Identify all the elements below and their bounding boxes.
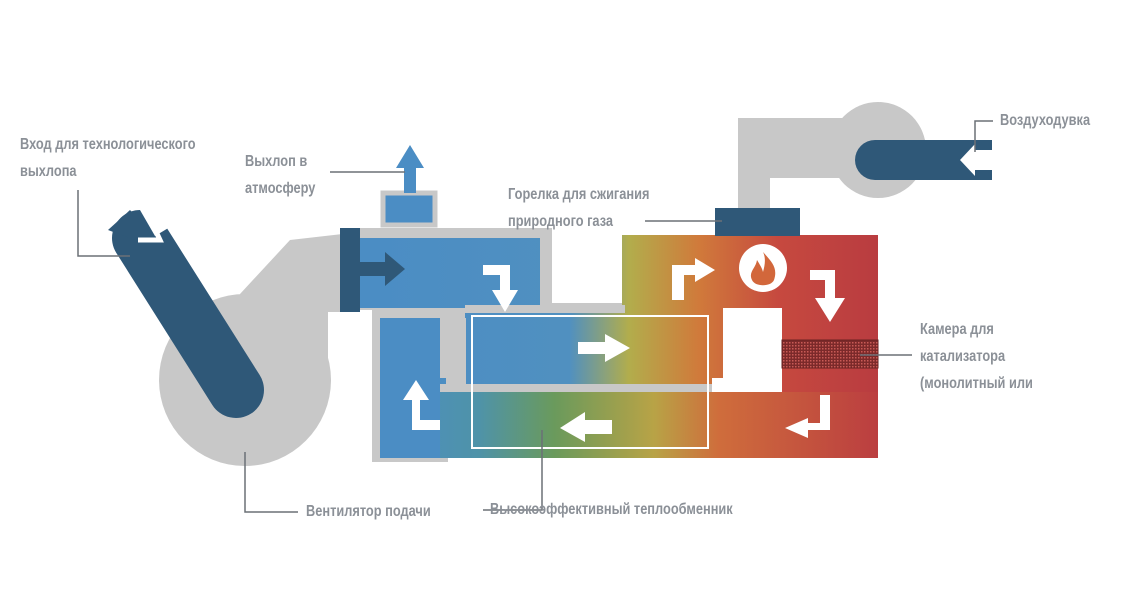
flow-arrows <box>403 258 845 442</box>
flame-icon <box>739 244 787 292</box>
arrow-up-right-icon <box>672 258 715 300</box>
label-burner: Горелка для сжигания природного газа <box>508 181 649 235</box>
blower <box>855 140 992 180</box>
arrow-right-icon <box>578 334 630 362</box>
inlet-flange <box>340 228 360 312</box>
label-line: Камера для <box>920 321 994 338</box>
arrow-left-icon <box>960 144 992 176</box>
arrow-inlet-icon <box>360 252 405 286</box>
label-heat-exchanger: Высокоэффективный теплообменник <box>490 501 733 518</box>
label-line: (монолитный или <box>920 375 1033 392</box>
separator-wall <box>712 378 782 392</box>
arrow-down-icon <box>810 270 845 322</box>
label-line: катализатора <box>920 348 1006 365</box>
label-line: Выхлоп в <box>245 153 308 170</box>
label-line: природного газа <box>508 213 614 230</box>
gas-burner <box>715 208 800 236</box>
label-catalyst: Камера для катализатора (монолитный или <box>920 316 1033 397</box>
exhaust-stack <box>380 145 438 228</box>
label-line: выхлопа <box>20 163 77 180</box>
arrow-left-icon <box>560 412 612 442</box>
leader-lines <box>77 120 993 513</box>
label-line: атмосферу <box>245 180 316 197</box>
heat-exchanger-outline <box>471 315 709 449</box>
label-line: Вход для технологического <box>20 136 196 153</box>
arrow-down-icon <box>483 265 518 312</box>
label-line: Горелка для сжигания <box>508 186 650 203</box>
arrow-up-icon <box>396 145 424 193</box>
arrow-up-icon <box>403 380 440 430</box>
label-blower: Воздуходувка <box>1000 112 1091 129</box>
arrow-down-left-icon <box>785 395 830 438</box>
catalyst-bed <box>781 339 879 369</box>
process-inlet-pipe <box>108 200 264 418</box>
burner-chamber-wall <box>723 308 782 390</box>
label-exhaust: Выхлоп в атмосферу <box>245 148 315 202</box>
label-supply-fan: Вентилятор подачи <box>306 503 431 520</box>
label-process-inlet: Вход для технологического выхлопа <box>20 131 196 185</box>
